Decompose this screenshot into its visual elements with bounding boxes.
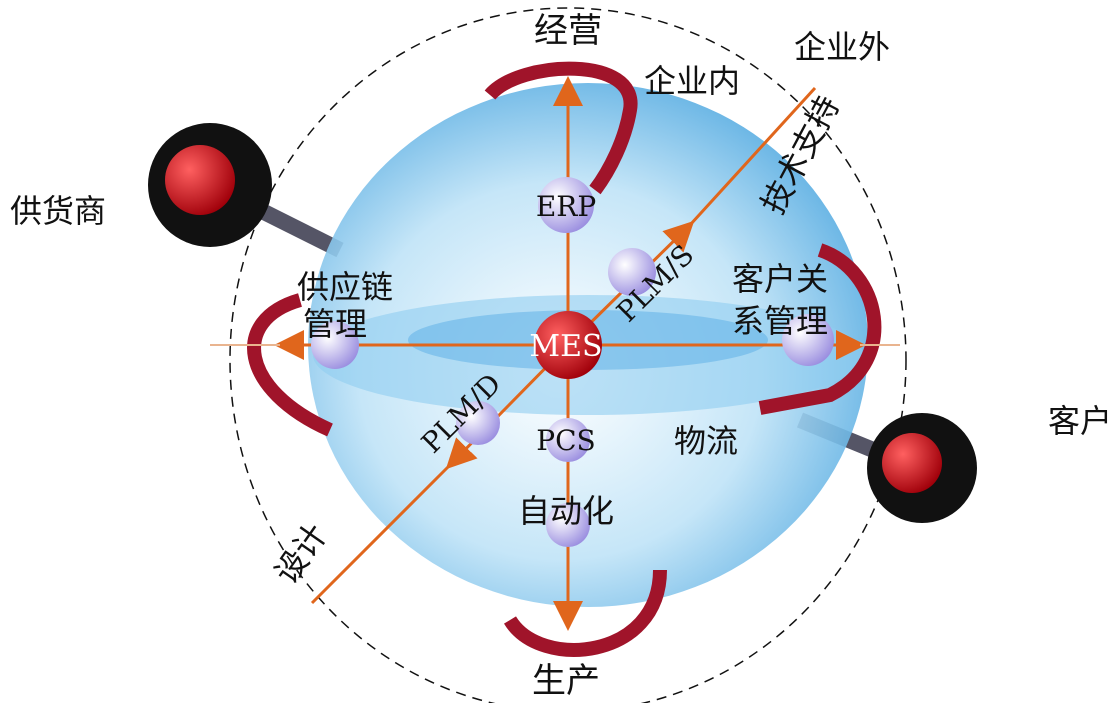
rotation-arrow-bottom bbox=[504, 569, 667, 657]
automation-node bbox=[546, 503, 590, 547]
crm-node bbox=[782, 314, 834, 366]
label-crm-line2: 系管理 bbox=[732, 302, 828, 340]
label-operation: 经营 bbox=[534, 11, 602, 51]
pcs-node bbox=[546, 418, 590, 462]
label-erp: ERP bbox=[536, 190, 596, 223]
plm-d-node bbox=[456, 401, 500, 445]
label-supplier: 供货商 bbox=[10, 192, 106, 230]
label-logistics: 物流 bbox=[674, 422, 738, 460]
label-crm-line1: 客户关 bbox=[732, 260, 828, 298]
label-pcs: PCS bbox=[536, 424, 595, 457]
rotation-arrow-left bbox=[247, 293, 333, 437]
scm-node bbox=[311, 321, 359, 369]
outer-dashed-boundary bbox=[229, 7, 907, 703]
label-inside: 企业内 bbox=[644, 62, 740, 100]
label-customer: 客户 bbox=[1048, 402, 1112, 440]
plm-s-node bbox=[608, 248, 656, 296]
label-scm-line1: 供应链 bbox=[297, 268, 393, 306]
label-automation: 自动化 bbox=[518, 492, 614, 530]
label-production: 生产 bbox=[532, 661, 600, 701]
label-scm-line2: 管理 bbox=[303, 305, 367, 343]
rotation-arrow-right bbox=[758, 243, 882, 415]
label-outside: 企业外 bbox=[794, 28, 890, 66]
rotation-arrow-top bbox=[484, 61, 638, 195]
mes-node bbox=[534, 311, 602, 379]
label-design: 设计 bbox=[267, 517, 335, 591]
label-mes: MES bbox=[529, 329, 602, 364]
erp-node bbox=[538, 177, 594, 233]
